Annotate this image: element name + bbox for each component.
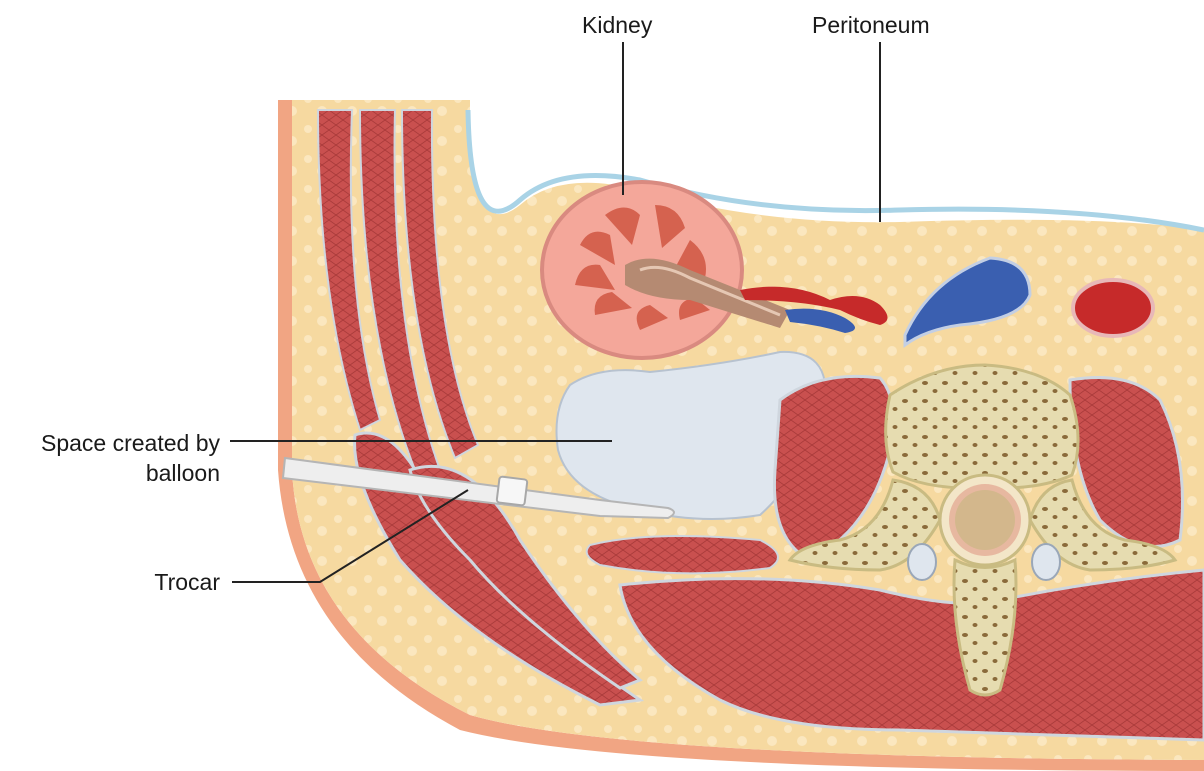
- kidney-label: Kidney: [582, 10, 652, 40]
- quadratus-muscle: [587, 536, 778, 573]
- balloon-space-label-line1: Space created by: [41, 428, 220, 458]
- aorta: [1073, 280, 1153, 336]
- peritoneum-label: Peritoneum: [812, 10, 930, 40]
- balloon-space-label: Space created by balloon: [41, 428, 220, 488]
- trocar-label: Trocar: [154, 567, 220, 597]
- balloon-space-label-line2: balloon: [41, 458, 220, 488]
- spinal-cord: [955, 490, 1015, 550]
